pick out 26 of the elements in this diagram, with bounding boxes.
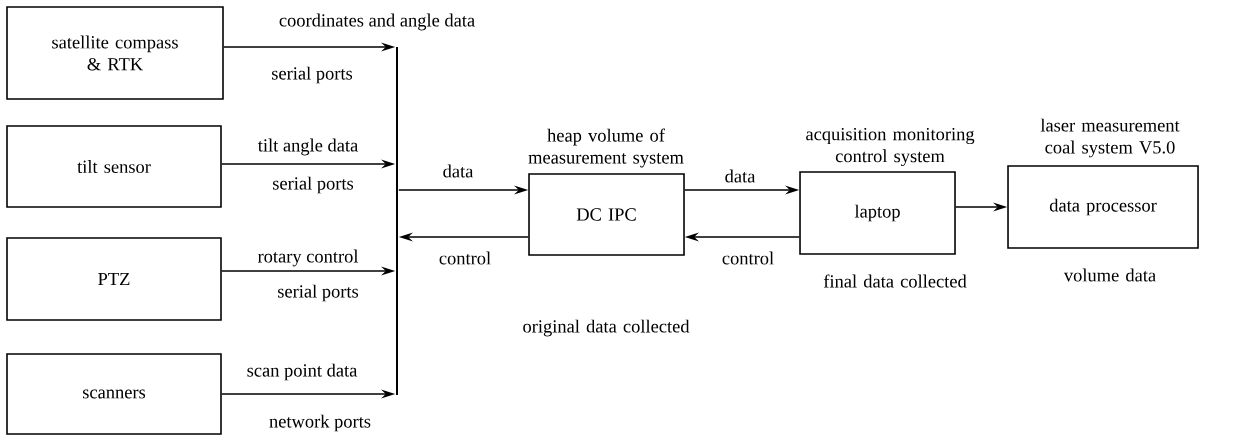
process-box: satellite compass & RTK xyxy=(6,6,224,100)
edge-label: control xyxy=(437,249,493,267)
bus-line xyxy=(396,47,398,395)
process-box: DC IPC xyxy=(528,173,685,256)
edge-label: data xyxy=(722,167,758,185)
node-caption: original data collected xyxy=(523,319,690,337)
process-box: laptop xyxy=(799,171,956,255)
port-label: serial ports xyxy=(272,66,353,84)
edge-label: data xyxy=(440,162,476,180)
node-caption: laser measurement coal system V5.0 xyxy=(1040,118,1180,158)
edge-label: scan point data xyxy=(244,361,360,383)
process-box: tilt sensor xyxy=(6,125,222,208)
port-label: serial ports xyxy=(273,176,354,194)
edge-label: coordinates and angle data xyxy=(277,11,477,33)
process-box: data processor xyxy=(1007,165,1199,249)
edge-label: tilt angle data xyxy=(256,136,360,158)
node-caption: heap volume of measurement system xyxy=(528,128,684,168)
process-box: scanners xyxy=(6,353,222,435)
node-caption: volume data xyxy=(1063,268,1156,282)
process-box: PTZ xyxy=(6,237,222,321)
port-label: network ports xyxy=(269,414,371,432)
edge-label: rotary control xyxy=(255,247,361,269)
port-label: serial ports xyxy=(278,284,359,302)
node-caption: final data collected xyxy=(823,274,967,288)
node-caption: acquisition monitoring control system xyxy=(806,127,975,167)
edge-label: control xyxy=(720,249,776,267)
